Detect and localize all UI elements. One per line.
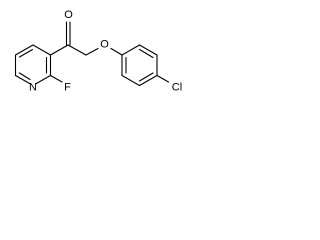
chemical-structure-diagram: O O N F Cl	[14, 9, 182, 94]
bond-ar3-ar4	[138, 74, 158, 87]
bond-ar5-ar6	[138, 44, 158, 56]
double-bond-c6-n-inner	[18, 72, 31, 81]
atom-label-chlorine: Cl	[172, 82, 182, 94]
bond-c6-n	[14, 74, 32, 85]
bond-ar4-cl	[156, 74, 170, 83]
double-bond-c4-c5-inner	[18, 48, 34, 58]
bond-c2-f	[49, 74, 63, 83]
chlorophenyl-ring	[121, 44, 158, 87]
bond-ar6-ar1	[121, 44, 141, 56]
double-bond-ar3-ar4-inner	[138, 72, 154, 82]
atom-label-pyridine-nitrogen: N	[29, 82, 37, 94]
pyridine-ring	[14, 44, 52, 85]
bond-o-aryl	[110, 47, 123, 56]
bond-carbonyl-ch2	[67, 44, 87, 56]
atom-label-carbonyl-oxygen: O	[64, 9, 73, 21]
double-bond-ar5-ar6-inner	[138, 48, 154, 59]
bond-c4-c5	[14, 44, 34, 56]
bond-n-c2	[34, 74, 52, 85]
atom-label-ether-oxygen: O	[100, 39, 109, 51]
bond-ar2-ar3	[121, 74, 141, 87]
bond-c3-carbonyl	[49, 44, 69, 56]
bond-ch2-o	[85, 47, 99, 56]
atom-label-fluorine: F	[64, 82, 71, 94]
bond-c3-c4	[32, 44, 52, 56]
